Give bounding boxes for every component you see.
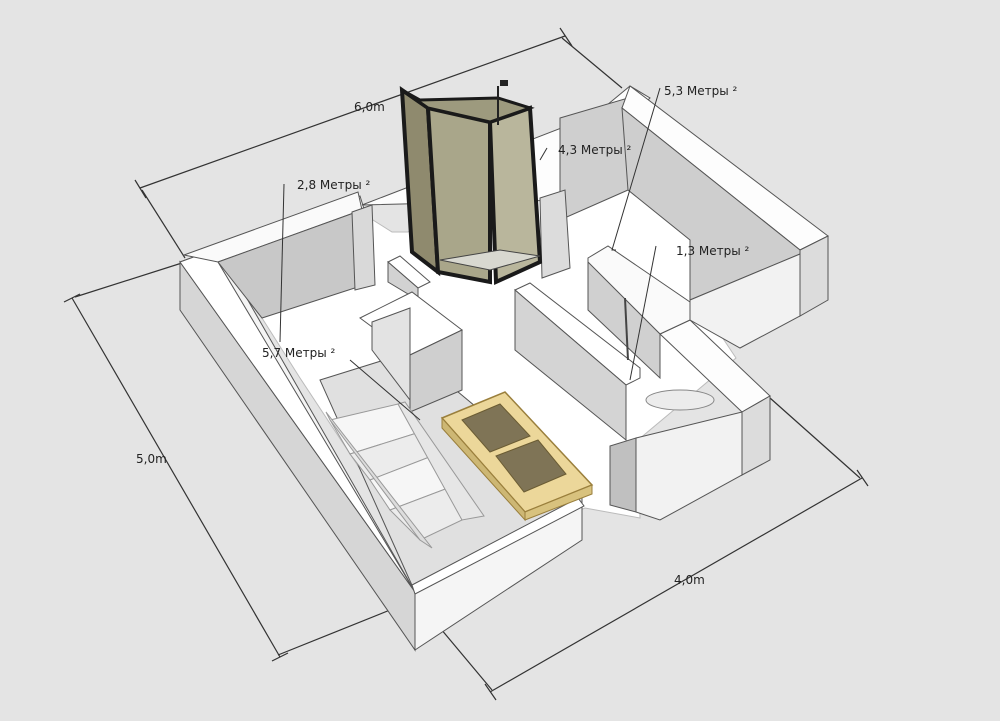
area-label-hall: 2,8 Метры ² bbox=[297, 178, 371, 192]
area-label-living: 5,7 Метры ² bbox=[262, 346, 336, 360]
bathtub bbox=[645, 389, 715, 411]
dimension-height-left: 5,0m bbox=[136, 452, 167, 466]
interior-walls bbox=[351, 189, 691, 442]
leader-lines bbox=[279, 87, 661, 421]
area-label-shower: 4,3 Метры ² bbox=[558, 143, 632, 157]
shower-cabin bbox=[399, 80, 543, 286]
dimension-width-bottom: 4,0m bbox=[674, 573, 705, 587]
dim-line-top bbox=[139, 35, 566, 189]
dim-line-bottom bbox=[489, 477, 863, 693]
area-label-kitchen: 5,3 Метры ² bbox=[664, 84, 738, 98]
dimension-width-top: 6,0m bbox=[354, 100, 385, 114]
outer-walls bbox=[179, 85, 829, 652]
coffee-table bbox=[440, 391, 594, 522]
dim-line-left bbox=[71, 297, 281, 658]
sofa bbox=[325, 401, 485, 549]
area-label-bath: 1,3 Метры ² bbox=[676, 244, 750, 258]
